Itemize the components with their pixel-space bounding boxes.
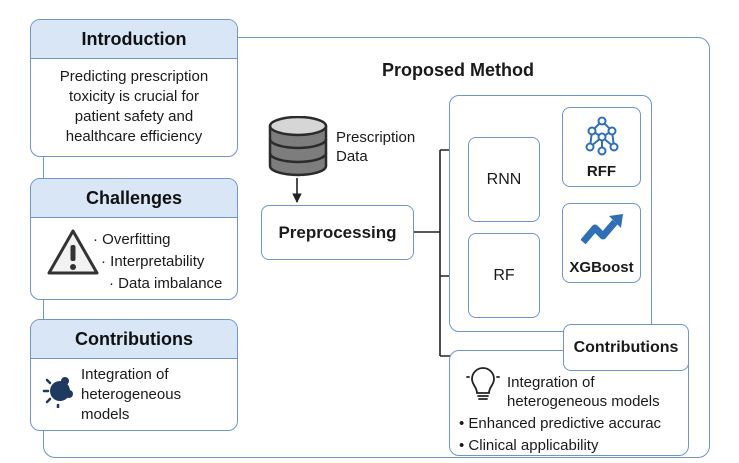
prescription-data-label: Prescription Data [336, 129, 416, 165]
contributions-right-title-box: Contributions [563, 324, 689, 371]
lightbulb-icon [466, 367, 500, 400]
list-item: • Enhanced predictive accurac [459, 415, 662, 432]
contributions-left-text: Integration of heterogeneous models [81, 366, 182, 423]
contributions-left-title: Contributions [31, 320, 237, 359]
list-item: · Interpretability [101, 253, 205, 270]
contributions-left-panel: Contributions Integration of heterogeneo… [30, 319, 238, 431]
network-icon [585, 116, 619, 156]
introduction-title: Introduction [31, 20, 237, 59]
introduction-text: Predicting prescription toxicity is cruc… [59, 68, 209, 145]
rf-label: RF [493, 266, 515, 284]
gear-icon [42, 377, 73, 408]
rnn-box: RNN [468, 137, 540, 222]
database-icon [268, 116, 328, 177]
xgboost-label: XGBoost [569, 259, 634, 276]
preprocessing-box: Preprocessing [261, 205, 414, 260]
rff-box: RFF [562, 107, 641, 187]
preprocessing-label: Preprocessing [278, 222, 397, 242]
introduction-panel: Introduction Predicting prescription tox… [30, 19, 238, 157]
rnn-label: RNN [486, 170, 522, 188]
contributions-right-title: Contributions [573, 338, 679, 356]
rff-label: RFF [586, 163, 617, 180]
warning-icon [47, 229, 99, 275]
contributions-right-bullets: • Enhanced predictive accurac • Clinical… [459, 413, 661, 457]
challenges-title: Challenges [31, 179, 237, 218]
challenges-list: · Overfitting · Interpretability · Data … [93, 229, 222, 295]
list-item: · Overfitting [93, 231, 171, 248]
method-title: Proposed Method [382, 60, 534, 80]
contributions-right-lines: Integration of heterogeneous models [507, 374, 660, 410]
challenges-panel: Challenges · Overfitting · Interpretabil… [30, 178, 238, 300]
rf-box: RF [468, 233, 540, 318]
xgboost-box: XGBoost [562, 203, 641, 283]
list-item: · Data imbalance [109, 275, 223, 292]
chart-arrow-icon [581, 214, 623, 245]
list-item: • Clinical applicability [459, 437, 599, 454]
